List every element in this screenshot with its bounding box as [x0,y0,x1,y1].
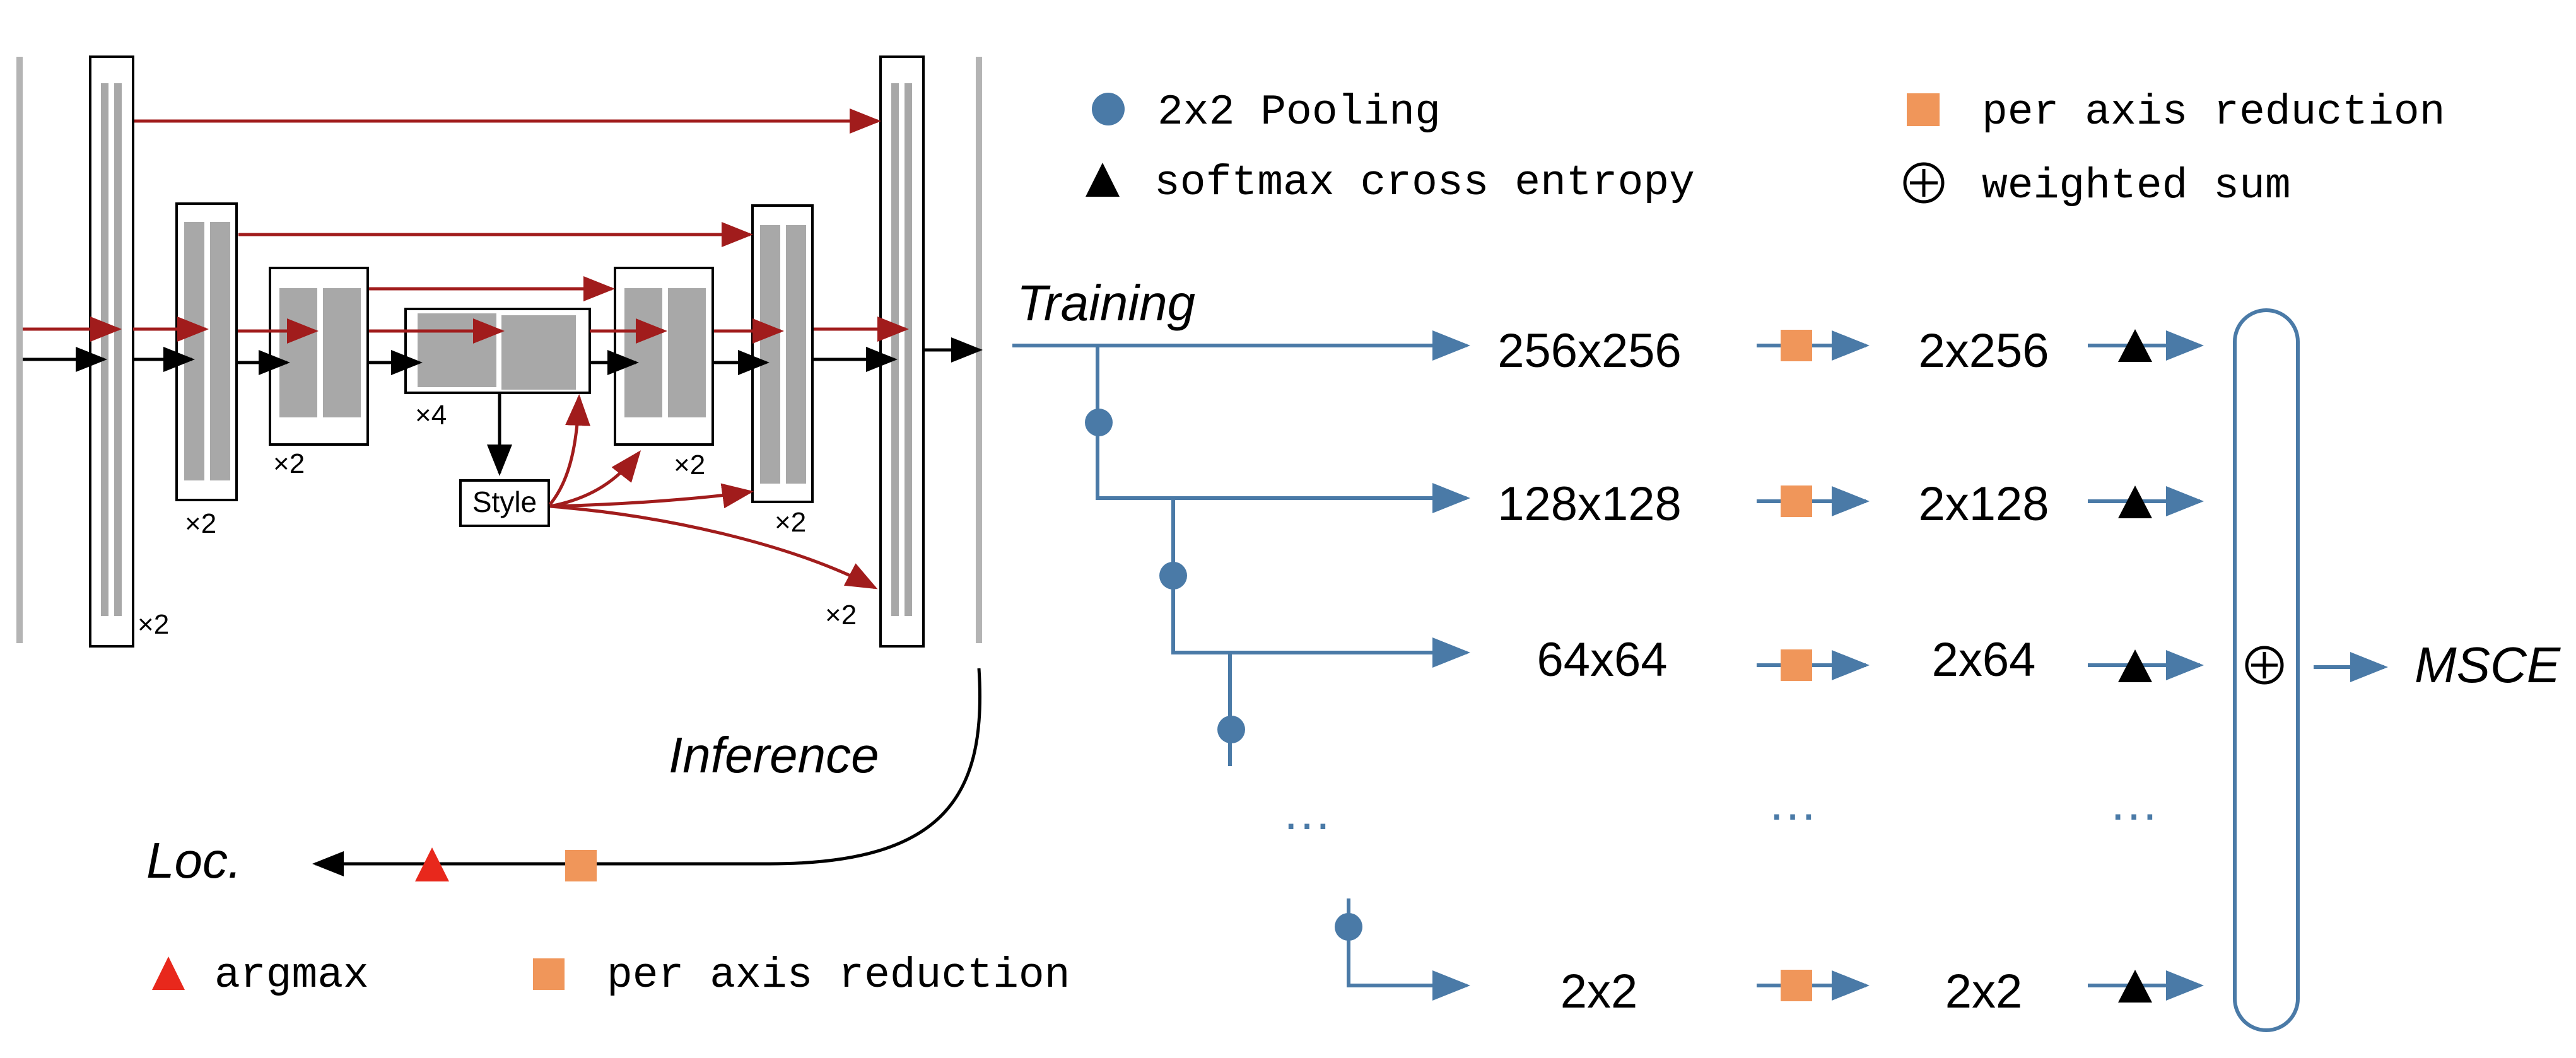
pooling-nodes [1085,409,1362,941]
ellipsis-reduction: … [1767,774,1818,830]
reduction-legend-label: per axis reduction [607,951,1070,1000]
multiplier-decoder-1: ×2 [825,600,857,631]
pooling-node-icon [1085,409,1113,436]
inference-path: Inference Loc. [146,668,982,888]
softmax-triangle-icon [2118,329,2152,362]
pooling-legend-label: 2x2 Pooling [1157,88,1441,137]
decoder-block-2 [751,204,814,503]
softmax-triangle-icon [2118,649,2152,682]
input-resolution: 128x128 [1497,477,1682,531]
resolution-row-64: 64x64 2x64 [1537,633,2204,687]
resolution-row-128: 128x128 2x128 [1497,477,2204,531]
training-path: Training 256x256 2x256 128x128 [1012,275,2561,1032]
bottleneck-block [404,308,591,394]
multiplier-bottleneck: ×4 [415,400,447,431]
legend-bottom: argmax per axis reduction [152,951,1070,1000]
msce-label: MSCE [2415,637,2561,693]
pooling-node-icon [1217,716,1245,743]
weighted-sum-legend-icon [1903,162,1945,204]
encoder-block-2 [175,202,238,501]
reduction-top-legend-icon [1907,93,1940,126]
ellipsis-softmax: … [2109,774,2159,830]
multiplier-encoder-1: ×2 [138,609,169,640]
input-resolution: 2x2 [1560,965,1638,1018]
style-box [459,479,550,527]
loc-label: Loc. [146,832,242,888]
style-red-arrows [549,394,878,590]
unet-network: Style ×2 ×2 ×2 ×4 ×2 ×2 ×2 [16,55,983,648]
resolution-row-2: 2x2 2x2 [1560,965,2204,1018]
multiplier-encoder-2: ×2 [185,508,216,539]
reduced-resolution: 2x2 [1945,965,2023,1018]
black-forward-arrows [23,337,983,375]
reduction-square-icon [1781,485,1812,517]
input-resolution: 256x256 [1497,324,1682,378]
reduced-resolution: 2x256 [1918,324,2049,378]
per-axis-reduction-square-icon [565,850,597,881]
encoder-block-3 [269,267,369,446]
softmax-legend-label: softmax cross entropy [1154,159,1695,207]
pooling-node-icon [1335,913,1362,941]
reduction-square-icon [1781,649,1812,681]
multiplier-decoder-3: ×2 [674,450,705,480]
multiplier-decoder-2: ×2 [775,507,806,538]
training-label: Training [1017,275,1195,331]
softmax-legend-icon [1086,163,1120,197]
argmax-triangle-icon [415,847,449,881]
resolution-row-256: 256x256 2x256 [1497,324,2204,378]
style-label: Style [472,485,537,518]
encoder-block-1 [89,55,134,648]
multiplier-encoder-3: ×2 [273,448,305,479]
pooling-tree [1012,330,1470,1001]
softmax-triangle-icon [2118,485,2152,518]
argmax-legend-label: argmax [214,951,369,1000]
pooling-legend-icon [1092,93,1125,125]
reduced-resolution: 2x128 [1918,477,2049,531]
pooling-node-icon [1159,562,1187,590]
input-resolution: 64x64 [1537,633,1667,687]
ellipsis-pooling: … [1282,784,1332,840]
decoder-block-1 [879,55,925,648]
legend-top: 2x2 Pooling softmax cross entropy per ax… [1086,88,2445,211]
argmax-legend-icon [152,956,185,990]
weighted-sum-legend-label: weighted sum [1982,162,2291,211]
reduction-square-icon [1781,970,1812,1001]
inference-label: Inference [669,727,879,783]
input-divider [16,57,23,643]
red-forward-arrows [23,317,909,344]
reduced-resolution: 2x64 [1932,633,2036,687]
reduction-square-icon [1781,330,1812,361]
softmax-triangle-icon [2118,970,2152,1003]
reduction-legend-icon [533,958,565,990]
decoder-block-3 [614,267,714,446]
weighted-sum-capsule [2233,308,2300,1032]
weighted-sum-icon [2245,646,2284,685]
inference-curve [312,668,982,876]
reduction-top-legend-label: per axis reduction [1982,88,2445,137]
